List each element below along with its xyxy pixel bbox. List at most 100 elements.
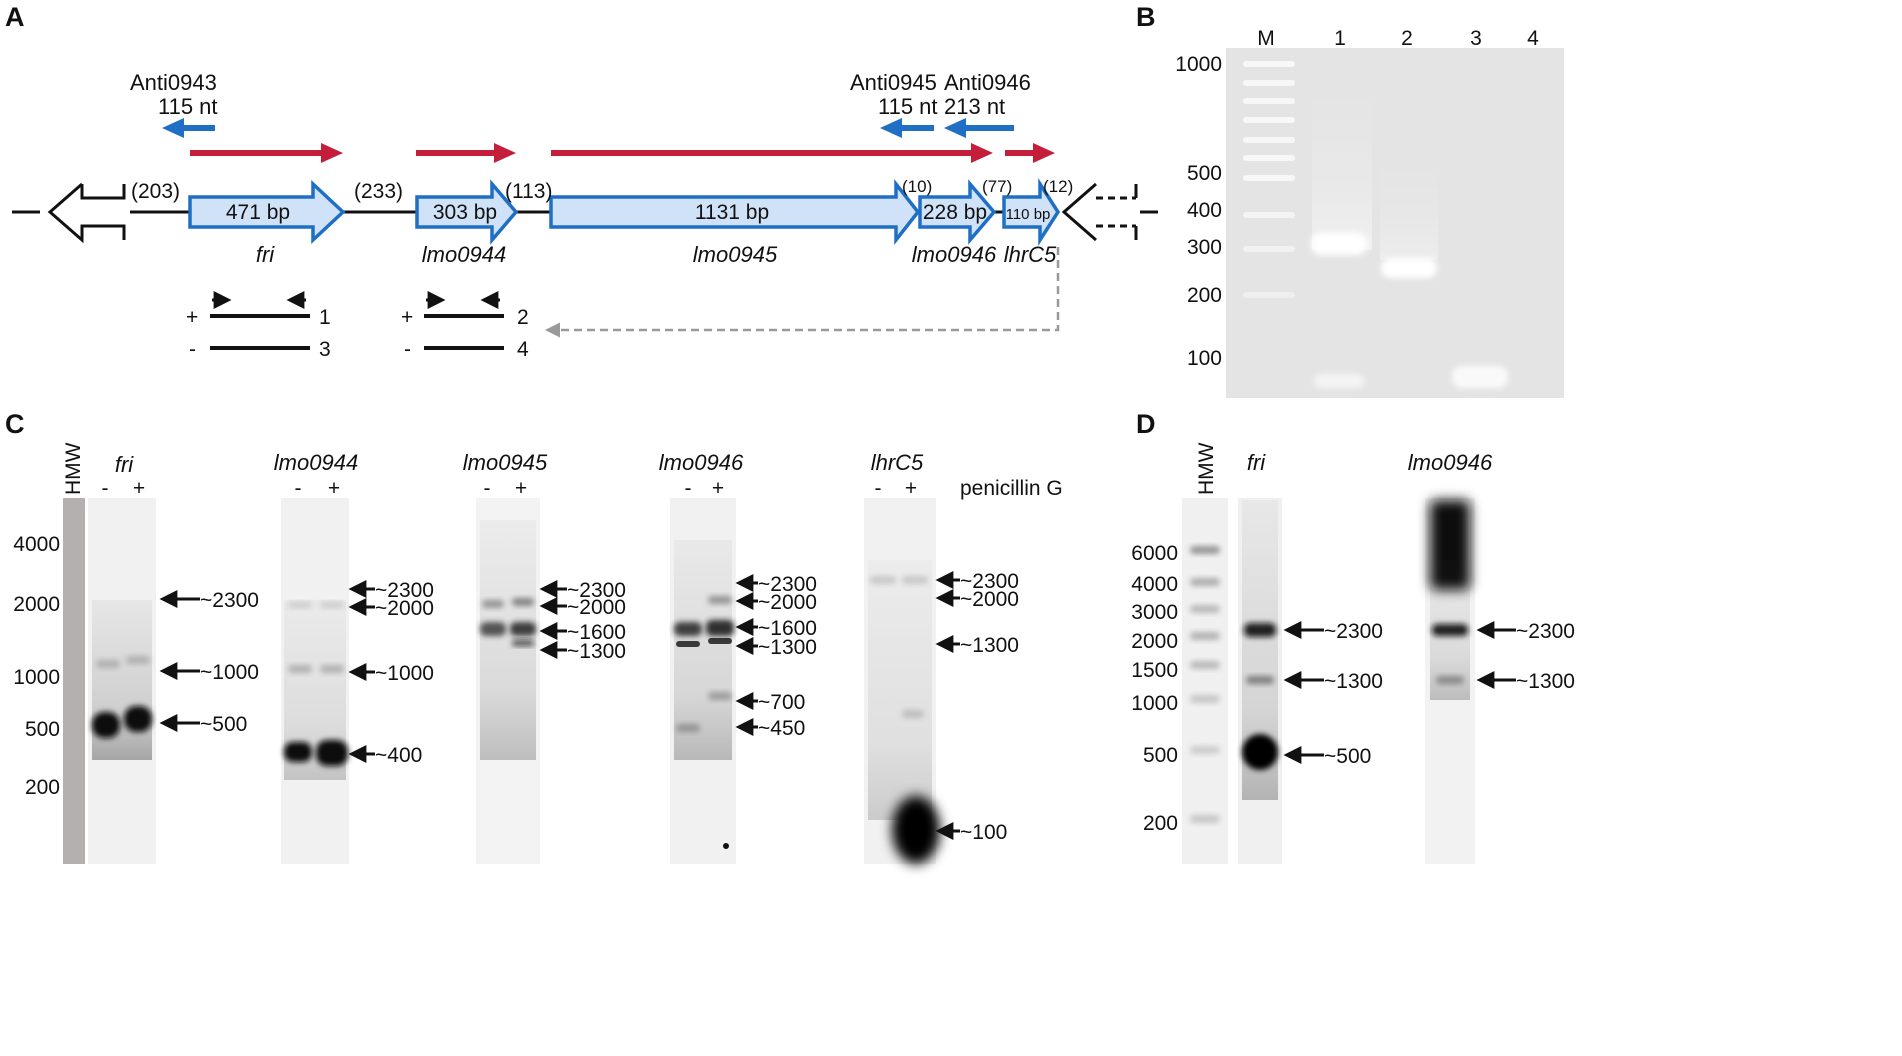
blot-band <box>480 622 506 636</box>
spacer-length: (12) <box>1043 177 1073 196</box>
gel-band <box>1452 366 1508 388</box>
band-size: ~2300 <box>1516 620 1575 643</box>
blot-gene: lmo0945 <box>463 450 548 475</box>
blot-gene: fri <box>115 452 134 477</box>
panel-b: B M 1 2 3 4 1000 500 400 300 200 100 <box>1136 2 1564 398</box>
antisense-length: 213 nt <box>944 94 1005 119</box>
band-size: ~2300 <box>375 579 434 602</box>
band-size: ~500 <box>1324 745 1371 768</box>
panel-label-a: A <box>5 2 25 32</box>
gel-ladder <box>1243 61 1295 298</box>
lane-label: 3 <box>1470 27 1482 50</box>
band-size: ~2300 <box>567 579 626 602</box>
gene-fri: 471 bp <box>188 179 346 245</box>
band-size: ~1000 <box>200 661 259 684</box>
panel-a: A Anti0943 115 nt Anti0945 115 nt Anti09… <box>5 2 1158 361</box>
lane-label: 2 <box>1401 27 1413 50</box>
antisense-arrow <box>880 118 934 138</box>
antisense-name: Anti0943 <box>130 70 217 95</box>
spacer-length: (233) <box>354 180 403 203</box>
spacer-length: (203) <box>131 180 180 203</box>
antisense-arrow <box>944 118 1014 138</box>
ladder-label: HMW <box>1195 442 1218 495</box>
size-marker: 100 <box>1187 347 1222 370</box>
band-size: ~2000 <box>375 597 434 620</box>
gene-lmo0946: 228 bp <box>918 179 997 245</box>
panel-d: D HMW 6000 4000 3000 2000 1500 1000 500 … <box>1131 409 1575 864</box>
lane-label: 4 <box>1527 27 1539 50</box>
ladder-label: HMW <box>62 442 85 495</box>
size-marker: 2000 <box>1131 630 1178 653</box>
blot-band <box>1246 676 1274 684</box>
band-size: ~1300 <box>1324 670 1383 693</box>
pcr-sign: + <box>186 306 198 329</box>
blot-band <box>870 576 896 584</box>
pcr-number: 2 <box>517 306 529 329</box>
treatment-label: penicillin G <box>960 477 1063 500</box>
blot-band <box>902 576 928 584</box>
flanking-gene-right <box>1058 182 1140 242</box>
size-marker: 1000 <box>1131 692 1178 715</box>
antisense-arrow <box>162 118 215 138</box>
blot-band <box>706 620 734 636</box>
northern-blot-lmo0946: lmo0946 - + ~2300 ~2000 ~1600 ~1300 ~700 <box>659 450 817 864</box>
minus-label: - <box>875 477 882 500</box>
size-marker: 200 <box>1187 284 1222 307</box>
lane-label: 1 <box>1334 27 1346 50</box>
gel-band <box>1314 374 1364 388</box>
blot-band <box>674 622 702 636</box>
antisense-name: Anti0946 <box>944 70 1031 95</box>
spacer-length: (77) <box>982 177 1012 196</box>
band-size: ~400 <box>375 744 422 767</box>
blot-smear <box>674 540 732 760</box>
blot-band <box>1436 676 1464 684</box>
gel-band <box>1311 233 1367 255</box>
blot-band <box>512 598 534 606</box>
size-marker: 500 <box>1187 162 1222 185</box>
blot-band <box>124 706 152 732</box>
gene-name: lmo0946 <box>912 242 997 267</box>
panel-label-c: C <box>5 409 25 439</box>
lane-label: M <box>1257 27 1275 50</box>
spacer-length: (113) <box>505 180 552 203</box>
gene-name: lhrC5 <box>1004 242 1057 267</box>
panel-c: C HMW 4000 2000 1000 500 200 penicillin … <box>5 409 1063 864</box>
blot-band <box>288 602 312 608</box>
gene-size: 1131 bp <box>695 201 769 224</box>
gel-smear <box>1312 90 1372 250</box>
band-size: ~2300 <box>1324 620 1383 643</box>
band-size: ~450 <box>758 717 805 740</box>
size-marker: 4000 <box>13 533 60 556</box>
plus-label: + <box>712 477 724 500</box>
pcr-number: 4 <box>517 338 529 361</box>
minus-label: - <box>102 477 109 500</box>
spacer-length: (10) <box>902 177 932 196</box>
band-size: ~2300 <box>200 589 259 612</box>
ladder-bands <box>1190 546 1220 823</box>
ladder-lane <box>1182 498 1228 864</box>
flanking-gene-left <box>40 182 130 244</box>
gene-lmo0945: 1131 bp <box>549 178 921 246</box>
plus-label: + <box>905 477 917 500</box>
blot-band <box>676 641 700 647</box>
minus-label: - <box>685 477 692 500</box>
band-size: ~1300 <box>960 634 1019 657</box>
northern-blot-d-fri: fri ~2300 ~1300 ~500 <box>1238 450 1383 864</box>
blot-gene: lmo0944 <box>274 450 358 475</box>
size-marker: 200 <box>25 776 60 799</box>
gene-lmo0944: 303 bp <box>415 179 519 245</box>
antisense-length: 115 nt <box>158 94 218 119</box>
blot-band <box>320 665 344 673</box>
pcr-number: 1 <box>319 306 331 329</box>
pcr-sign: + <box>401 306 413 329</box>
gene-lhrc5: 110 bp <box>1002 178 1061 246</box>
band-size: ~2000 <box>567 596 626 619</box>
blot-gene: lmo0946 <box>1408 450 1493 475</box>
blot-band <box>708 596 732 604</box>
connector-arrow <box>545 247 1060 338</box>
transcript-arrow <box>190 143 343 163</box>
blot-band <box>482 600 504 608</box>
northern-blot-lhrc5: lhrC5 - + ~2300 ~2000 ~1300 ~100 <box>864 450 1019 864</box>
gene-size: 303 bp <box>433 201 497 224</box>
